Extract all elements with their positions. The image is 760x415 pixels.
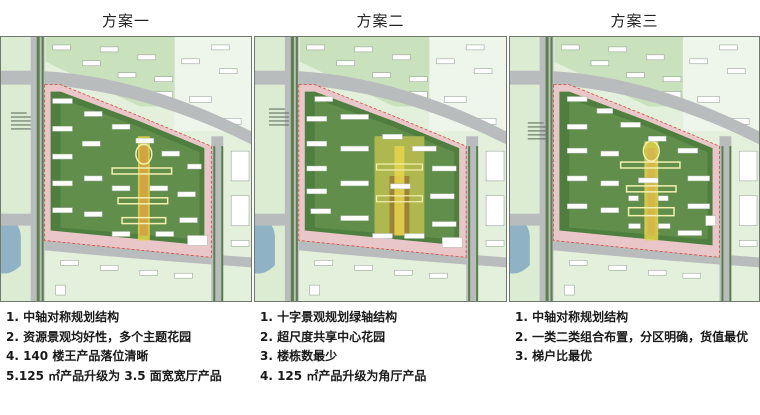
scheme-title: 方案三: [610, 12, 659, 30]
scheme-note: 5.125 ㎡产品升级为 3.5 面宽宽厅产品: [6, 368, 222, 383]
scheme-note: 2. 一类二类组合布置，分区明确，货值最优: [515, 329, 749, 344]
site-plan-image: [509, 36, 760, 302]
scheme-note: 1. 中轴对称规划结构: [6, 310, 120, 324]
scheme-note: 2. 超尺度共享中心花园: [260, 329, 386, 344]
scheme-panel-2: 方案二: [254, 0, 507, 415]
scheme-panel-3: 方案三: [509, 0, 760, 415]
scheme-title: 方案二: [356, 12, 405, 30]
site-plan-image: [254, 36, 507, 302]
site-plan-graphic: [1, 37, 251, 301]
scheme-notes: 1. 中轴对称规划结构 2. 资源景观均好性，多个主题花园 4. 140 楼王产…: [6, 308, 222, 386]
scheme-note: 1. 十字景观规划绿轴结构: [260, 310, 398, 324]
scheme-title: 方案一: [101, 12, 150, 30]
scheme-note: 4. 125 ㎡产品升级为角厅产品: [260, 368, 427, 383]
scheme-notes: 1. 中轴对称规划结构 2. 一类二类组合布置，分区明确，货值最优 3. 梯户比…: [515, 308, 748, 367]
site-plan-graphic: [510, 37, 759, 301]
site-plan-graphic: [255, 37, 506, 301]
scheme-note: 4. 140 楼王产品落位清晰: [6, 349, 149, 363]
scheme-note: 3. 楼栋数最少: [260, 349, 338, 363]
scheme-panel-1: 方案一: [0, 0, 252, 415]
site-plan-image: [0, 36, 252, 302]
scheme-note: 3. 梯户比最优: [515, 349, 593, 363]
scheme-note: 1. 中轴对称规划结构: [515, 310, 629, 324]
scheme-note: 2. 资源景观均好性，多个主题花园: [6, 329, 192, 344]
scheme-notes: 1. 十字景观规划绿轴结构 2. 超尺度共享中心花园 3. 楼栋数最少 4. 1…: [260, 308, 426, 386]
